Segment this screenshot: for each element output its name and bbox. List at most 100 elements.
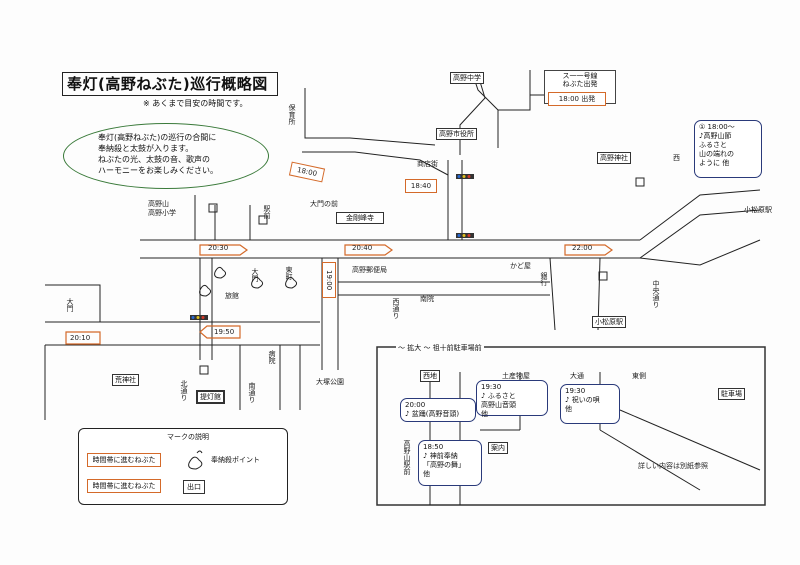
inset-shop: 土産物屋: [502, 372, 530, 380]
inset-bubble-time: 19:30: [481, 383, 502, 391]
inset-bubble-text: ♪ ふるさと: [481, 392, 516, 400]
road-upper-right-2: [498, 70, 531, 111]
inset-daimon: 大通: [570, 372, 584, 380]
page-title: 奉灯(高野ねぶた)巡行概略図: [62, 72, 278, 96]
inset-bubble-text: 他: [481, 410, 488, 418]
inset-bubble-time: 20:00: [405, 401, 426, 409]
inset-frame: [376, 346, 766, 506]
notice-line: ハーモニーをお楽しみください。: [98, 166, 218, 175]
note-right-line: ように 他: [699, 159, 730, 167]
road-mid-right-v: [549, 257, 556, 331]
time-1840: 18:40: [405, 179, 437, 193]
label-station-right: 小松原駅: [744, 206, 772, 214]
label-north-st: 北通り: [180, 380, 188, 401]
road-right-diagonal-2: [639, 209, 761, 259]
inset-bubble-time: 18:50: [423, 443, 444, 451]
label-west-st: 西通り: [392, 298, 400, 319]
inset-title: ～ 拡大 ～ 祖十前駐車場前: [396, 343, 484, 353]
label-nishi: 西: [673, 154, 680, 162]
route-arrow-2010: [65, 331, 101, 345]
inset-bubble-3: 19:30 ♪ 祝いの唄 他: [560, 384, 620, 424]
inset-bubble-text: 他: [565, 405, 572, 413]
nebuta-points: [199, 266, 298, 297]
label-kindergarten: 保育所: [288, 104, 296, 125]
label-nan-in: 南院: [420, 295, 434, 303]
road-right-lower: [639, 239, 761, 266]
note-right-line: 山の端れの: [699, 150, 734, 158]
inset-road-5: [599, 429, 701, 491]
inset-bubble-text: 「高野の舞」: [423, 461, 465, 469]
inset-ryo: 駐車場: [718, 388, 745, 400]
legend-nebuta-label: 奉納殺ポイント: [211, 456, 260, 464]
label-south-st: 南通り: [248, 382, 256, 403]
exit-markers: [199, 177, 645, 375]
label-school: 高野小学: [148, 209, 176, 217]
inset-bubble-text: 高野山音頭: [481, 401, 516, 409]
time-2200: 22:00: [572, 244, 593, 252]
label-ryokan: 旅館: [225, 292, 239, 300]
inset-bubble-1: 20:00 ♪ 盆踊(高野音頭): [400, 398, 476, 422]
legend-arrow-left: 時間帯に進むねぶた: [87, 479, 161, 493]
legend-nebuta-icon: [188, 450, 203, 470]
traffic-signals: [190, 174, 474, 320]
time-1800-start: 18:00 出発: [548, 92, 606, 106]
route-arrow-2040: [344, 244, 394, 256]
road-upper-junction: [459, 74, 486, 155]
inset-bubble-text: ♪ 祝いの唄: [565, 396, 600, 404]
start-label: ス一一号線: [562, 72, 598, 80]
label-shrine-top: 高野神社: [597, 152, 631, 164]
notice-ellipse: [63, 123, 269, 189]
road-top-left: [304, 88, 436, 146]
note-right-line: ふるさと: [699, 141, 727, 149]
inset-bubble-text: ♪ 盆踊(高野音頭): [405, 410, 460, 418]
notice-line: 奉灯(高野ねぶた)の巡行の合間に: [98, 133, 217, 142]
label-park: 大塚公園: [316, 378, 344, 386]
legend: マークの説明 時間帯に進むねぶた 時間帯に進むねぶた 奉納殺ポイント 出口: [78, 428, 288, 505]
notice-text: 奉灯(高野ねぶた)の巡行の合間に 奉納殺と太鼓が入ります。 ねぶたの光、太鼓の音…: [98, 132, 218, 176]
inset-entrance: 高野山駅前: [403, 440, 411, 475]
inset-bubble-4: 18:50 ♪ 神前奉納 「高野の舞」 他: [418, 440, 482, 486]
label-shop: かど屋: [510, 262, 531, 270]
route-arrow-1950: [199, 325, 241, 339]
label-temple: 金剛峰寺: [336, 212, 384, 224]
label-lantern-hall: 提灯館: [196, 390, 225, 404]
inset-road-6: [619, 409, 761, 471]
time-2030: 20:30: [208, 244, 229, 252]
page-subtitle: ※ あくまで目安の時間です。: [143, 99, 248, 108]
label-junior-high: 高野中学: [450, 72, 484, 84]
inset-bubble-2: 19:30 ♪ ふるさと 高野山音頭 他: [476, 380, 548, 418]
label-koyasan-sign: 高野山: [148, 200, 169, 208]
inset-bubble-text: ♪ 神前奉納: [423, 452, 458, 460]
label-station-bottom: 小松原駅: [592, 316, 626, 328]
road-left-1: [45, 284, 101, 322]
inset-east: 東側: [632, 372, 646, 380]
start-sub: ねぶた出発: [562, 80, 598, 88]
legend-title: マークの説明: [167, 433, 209, 441]
legend-arrow-right: 時間帯に進むねぶた: [87, 453, 161, 467]
note-right-time: ① 18:00～: [699, 123, 735, 131]
label-city-office: 高野市役所: [436, 128, 477, 140]
inset-bubble-time: 19:30: [565, 387, 586, 395]
label-central: 中央通り: [652, 280, 660, 308]
label-kojin: 荒神社: [112, 374, 139, 386]
inset-station: 案内: [488, 442, 508, 454]
label-east-town: 東町: [285, 266, 293, 280]
label-post: 高野郵便局: [352, 266, 387, 274]
note-right: ① 18:00～ ♪高野山節 ふるさと 山の端れの ように 他: [694, 120, 762, 178]
label-ekimae: 駅前: [263, 205, 271, 219]
inset-footer: 詳しい内容は別紙参照: [638, 462, 708, 470]
road-right-diagonal: [639, 189, 761, 241]
time-1900: 19:00: [322, 262, 336, 298]
time-2010: 20:10: [70, 334, 91, 342]
time-1950: 19:50: [214, 328, 235, 336]
notice-line: ねぶたの光、太鼓の音、歌声の: [98, 155, 210, 164]
inset-nishi: 西地: [420, 370, 440, 382]
inset-bubble-text: 他: [423, 470, 430, 478]
label-daimon: 大門の前: [310, 200, 338, 208]
notice-line: 奉納殺と太鼓が入ります。: [98, 144, 194, 153]
route-arrow-2030: [199, 244, 249, 256]
label-big-gate: 大門: [251, 268, 259, 282]
note-right-line: ♪高野山節: [699, 132, 732, 140]
time-2040: 20:40: [352, 244, 373, 252]
